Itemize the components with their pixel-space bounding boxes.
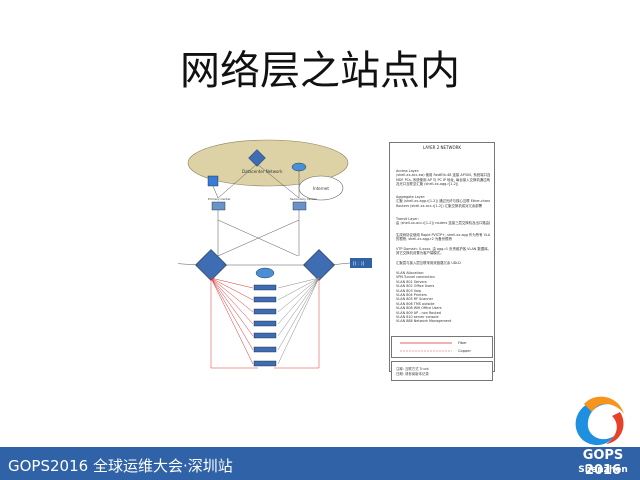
router-right-icon: [292, 201, 307, 211]
internet-label: Internet: [313, 186, 329, 191]
extra-note: 汇聚层与接入层互联采用双链路冗余 UDLD: [396, 261, 490, 265]
access-layer-block: Access Layer: (shell-xx-acc-sw) 使用 FastE…: [396, 169, 490, 187]
stp-block: 生成树协议使用 Rapid PVSTP+, shell-xx-agg 作为所有 …: [396, 233, 490, 242]
vtp-block: VTP Domain: 0-xxxx, 由 agg-r1 负责维护各 VLAN …: [396, 247, 490, 256]
vlan-item: VPN Tunnel connection: [396, 275, 435, 280]
access-switch-icon: [253, 332, 277, 339]
legend-title: LAYER 2 NETWORK: [422, 145, 462, 150]
vlan-item: VLAN 804 Printers: [396, 293, 427, 298]
access-switch-icon: [253, 360, 277, 367]
aggregate-line: Routers (shell-xx-acc-r[1-2]) 汇聚交换机成对冗余部…: [396, 203, 483, 208]
uplink-lines: [212, 163, 300, 257]
vtp-line: 其它交换机设置为客户端模式。: [396, 251, 444, 256]
vlan-item: VLAN 803 Voip: [396, 288, 421, 293]
right-device-box: [350, 258, 372, 268]
datacenter-switch-icon: [248, 149, 266, 167]
firewall-icon: [207, 175, 219, 187]
note-line: 注释: 互联方式 Trunk: [396, 367, 429, 371]
extra-line: 汇聚层与接入层互联采用双链路冗余 UDLD: [396, 261, 461, 265]
aggregate-layer-block: Aggregate Layer: 汇聚 (shell-xx-agg-r[1-2]…: [396, 195, 490, 208]
footer-bar: GOPS2016 全球运维大会·深圳站: [0, 447, 640, 480]
legend-panel: LAYER 2 NETWORK Access Layer: (shell-xx-…: [389, 142, 495, 372]
stp-line: 生成树协议使用 Rapid PVSTP+, shell-xx-agg 作为所有 …: [396, 233, 490, 237]
right-device-label: [( : )]: [353, 261, 365, 267]
note-line: 日期: 请参阅版本记录: [396, 372, 429, 376]
aggregate-heading: Aggregate Layer:: [396, 195, 426, 199]
vlan-item: VLAN 810 server console: [396, 315, 439, 320]
core-router-icon: [255, 267, 275, 279]
vlan-heading: VLAN Allocation:: [396, 271, 425, 275]
access-switch-icon: [253, 346, 277, 353]
vlan-item: VLAN 801 Servers: [396, 279, 427, 284]
access-switch-icon: [253, 308, 277, 315]
agg-switch-right-icon: [303, 249, 335, 281]
access-line: (shell-xx-acc-sw) 使用 FastEth-48 连接 AP300…: [396, 173, 490, 178]
note-box: 注释: 互联方式 Trunk 日期: 请参阅版本记录: [391, 361, 493, 381]
line-legend: Fiber Copper: [391, 336, 493, 358]
stp-line: 的根桥, shell-xx-agg-r2 为备份根桥: [396, 237, 452, 242]
aggregate-line: 汇聚 (shell-xx-agg-r[1-2]) 通过光纤与核心互联 Ether…: [396, 199, 490, 204]
access-switches: [253, 284, 277, 367]
fiber-label: Fiber: [458, 341, 467, 345]
vlan-item: VLAN 805 RF Scanner: [396, 297, 434, 302]
copper-label: Copper: [458, 349, 471, 353]
access-switch-icon: [253, 284, 277, 291]
transit-layer-block: Transit Layer: 由 (shell-xx-acc-r[1-2]) r…: [396, 217, 490, 226]
vlan-block: VLAN Allocation: VPN Tunnel connection V…: [396, 271, 490, 324]
transit-line: 由 (shell-xx-acc-r[1-2]) routers 连接三层交换机及…: [396, 221, 490, 226]
vlan-item: VLAN 802 Office Users: [396, 284, 435, 289]
logo-city: Shenzhen: [578, 465, 628, 475]
logo-swirl-orange: [584, 396, 624, 414]
logo-swirl-red: [606, 412, 624, 444]
vtp-line: VTP Domain: 0-xxxx, 由 agg-r1 负责维护各 VLAN …: [396, 247, 490, 251]
access-line: 兆光口互联至汇聚 (shell-xx-agg-r[1-2]): [396, 182, 459, 187]
access-heading: Access Layer:: [396, 169, 420, 173]
access-switch-icon: [253, 320, 277, 327]
gops-logo-icon: [575, 396, 624, 446]
secondary-center-label: Secondary Center: [290, 197, 318, 201]
router-left-icon: [211, 201, 226, 211]
router-icon: [291, 162, 307, 172]
datacenter-label: Datacenter Network: [242, 169, 283, 174]
logo-swirl-blue: [575, 399, 620, 446]
access-links: [178, 262, 351, 369]
slide-title: 网络层之站点内: [180, 48, 460, 94]
footer-text: GOPS2016 全球运维大会·深圳站: [8, 457, 233, 475]
vlan-item: VLAN 888 Network Management: [396, 319, 452, 324]
network-diagram: Datacenter Network Internet Primary Cent…: [178, 139, 372, 369]
vlan-item: VLAN 809 AP - non Routed: [396, 310, 441, 315]
access-switch-icon: [253, 296, 277, 303]
transit-heading: Transit Layer:: [396, 217, 419, 221]
access-line: MDF PCs, 系统使用 AP 与 PC IP 地址, 每台接入交换机通过两个…: [396, 177, 490, 182]
agg-switch-left-icon: [195, 249, 227, 281]
primary-center-label: Primary Center: [208, 197, 231, 201]
vlan-item: VLAN 806 TMS outside: [396, 301, 435, 306]
line-legend-swatches: [400, 342, 452, 352]
vlan-item: VLAN 808 Wifi Office Users: [396, 306, 442, 311]
datacenter-cloud: [187, 139, 349, 187]
logo-text: GOPS 2016: [582, 448, 624, 478]
